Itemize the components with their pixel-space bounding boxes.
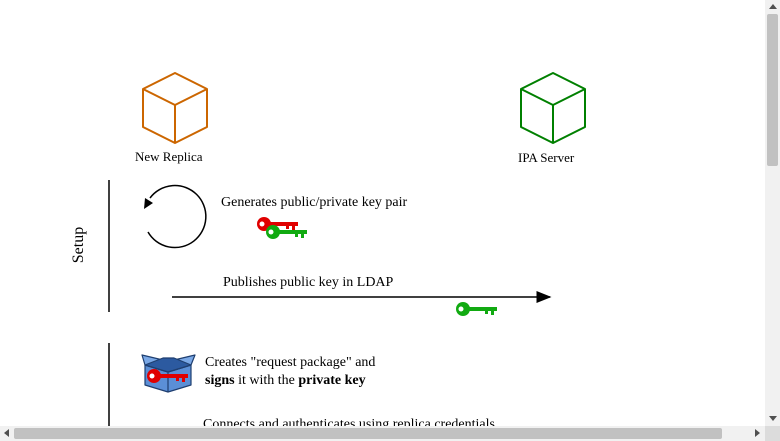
sequence-diagram xyxy=(108,72,586,426)
diagram-canvas: New Replica IPA Server Setup Generates p… xyxy=(70,72,586,426)
self-loop-arrow xyxy=(147,184,207,249)
publish-key-text: Publishes public key in LDAP xyxy=(223,275,394,290)
scroll-up-arrow-icon[interactable] xyxy=(769,4,777,9)
replica-cube-icon xyxy=(142,72,208,144)
server-cube-icon xyxy=(520,72,586,144)
replica-label: New Replica xyxy=(135,149,203,164)
generate-keys-text: Generates public/private key pair xyxy=(221,195,408,210)
request-package-text-2: signs it with the private key xyxy=(205,373,366,389)
self-loop-arrowhead xyxy=(144,198,153,209)
vertical-scrollbar[interactable] xyxy=(765,0,780,426)
setup-phase-label: Setup xyxy=(70,226,88,264)
scroll-down-arrow-icon[interactable] xyxy=(769,416,777,421)
private-key-text: private key xyxy=(298,373,366,388)
connects-text: Connects and authenticates using replica… xyxy=(203,417,495,426)
scrollbar-corner xyxy=(765,426,780,441)
vertical-scrollbar-thumb[interactable] xyxy=(767,14,778,166)
scroll-left-arrow-icon[interactable] xyxy=(4,429,9,437)
horizontal-scrollbar[interactable] xyxy=(0,426,765,441)
signs-text: signs xyxy=(205,373,235,388)
with-the-text: it with the xyxy=(234,373,299,388)
request-package-text: Creates "request package" and xyxy=(205,355,376,370)
server-label: IPA Server xyxy=(518,150,575,165)
scroll-right-arrow-icon[interactable] xyxy=(755,429,760,437)
horizontal-scrollbar-thumb[interactable] xyxy=(14,428,722,439)
